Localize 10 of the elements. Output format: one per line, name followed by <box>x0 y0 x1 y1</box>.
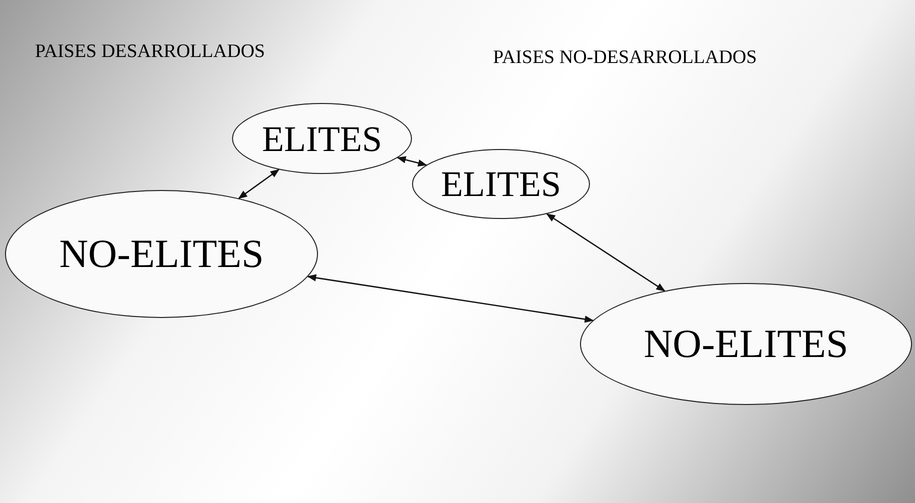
node-label: ELITES <box>441 166 561 202</box>
double-arrow <box>307 274 594 323</box>
node-label: ELITES <box>262 120 382 156</box>
node-label: NO-ELITES <box>644 324 848 364</box>
double-arrow <box>546 213 666 292</box>
node-label: NO-ELITES <box>59 234 264 274</box>
region-heading: PAISES DESARROLLADOS <box>35 40 265 64</box>
double-arrow <box>238 169 280 199</box>
double-arrow <box>396 156 428 166</box>
region-heading: PAISES NO-DESARROLLADOS <box>493 46 757 70</box>
